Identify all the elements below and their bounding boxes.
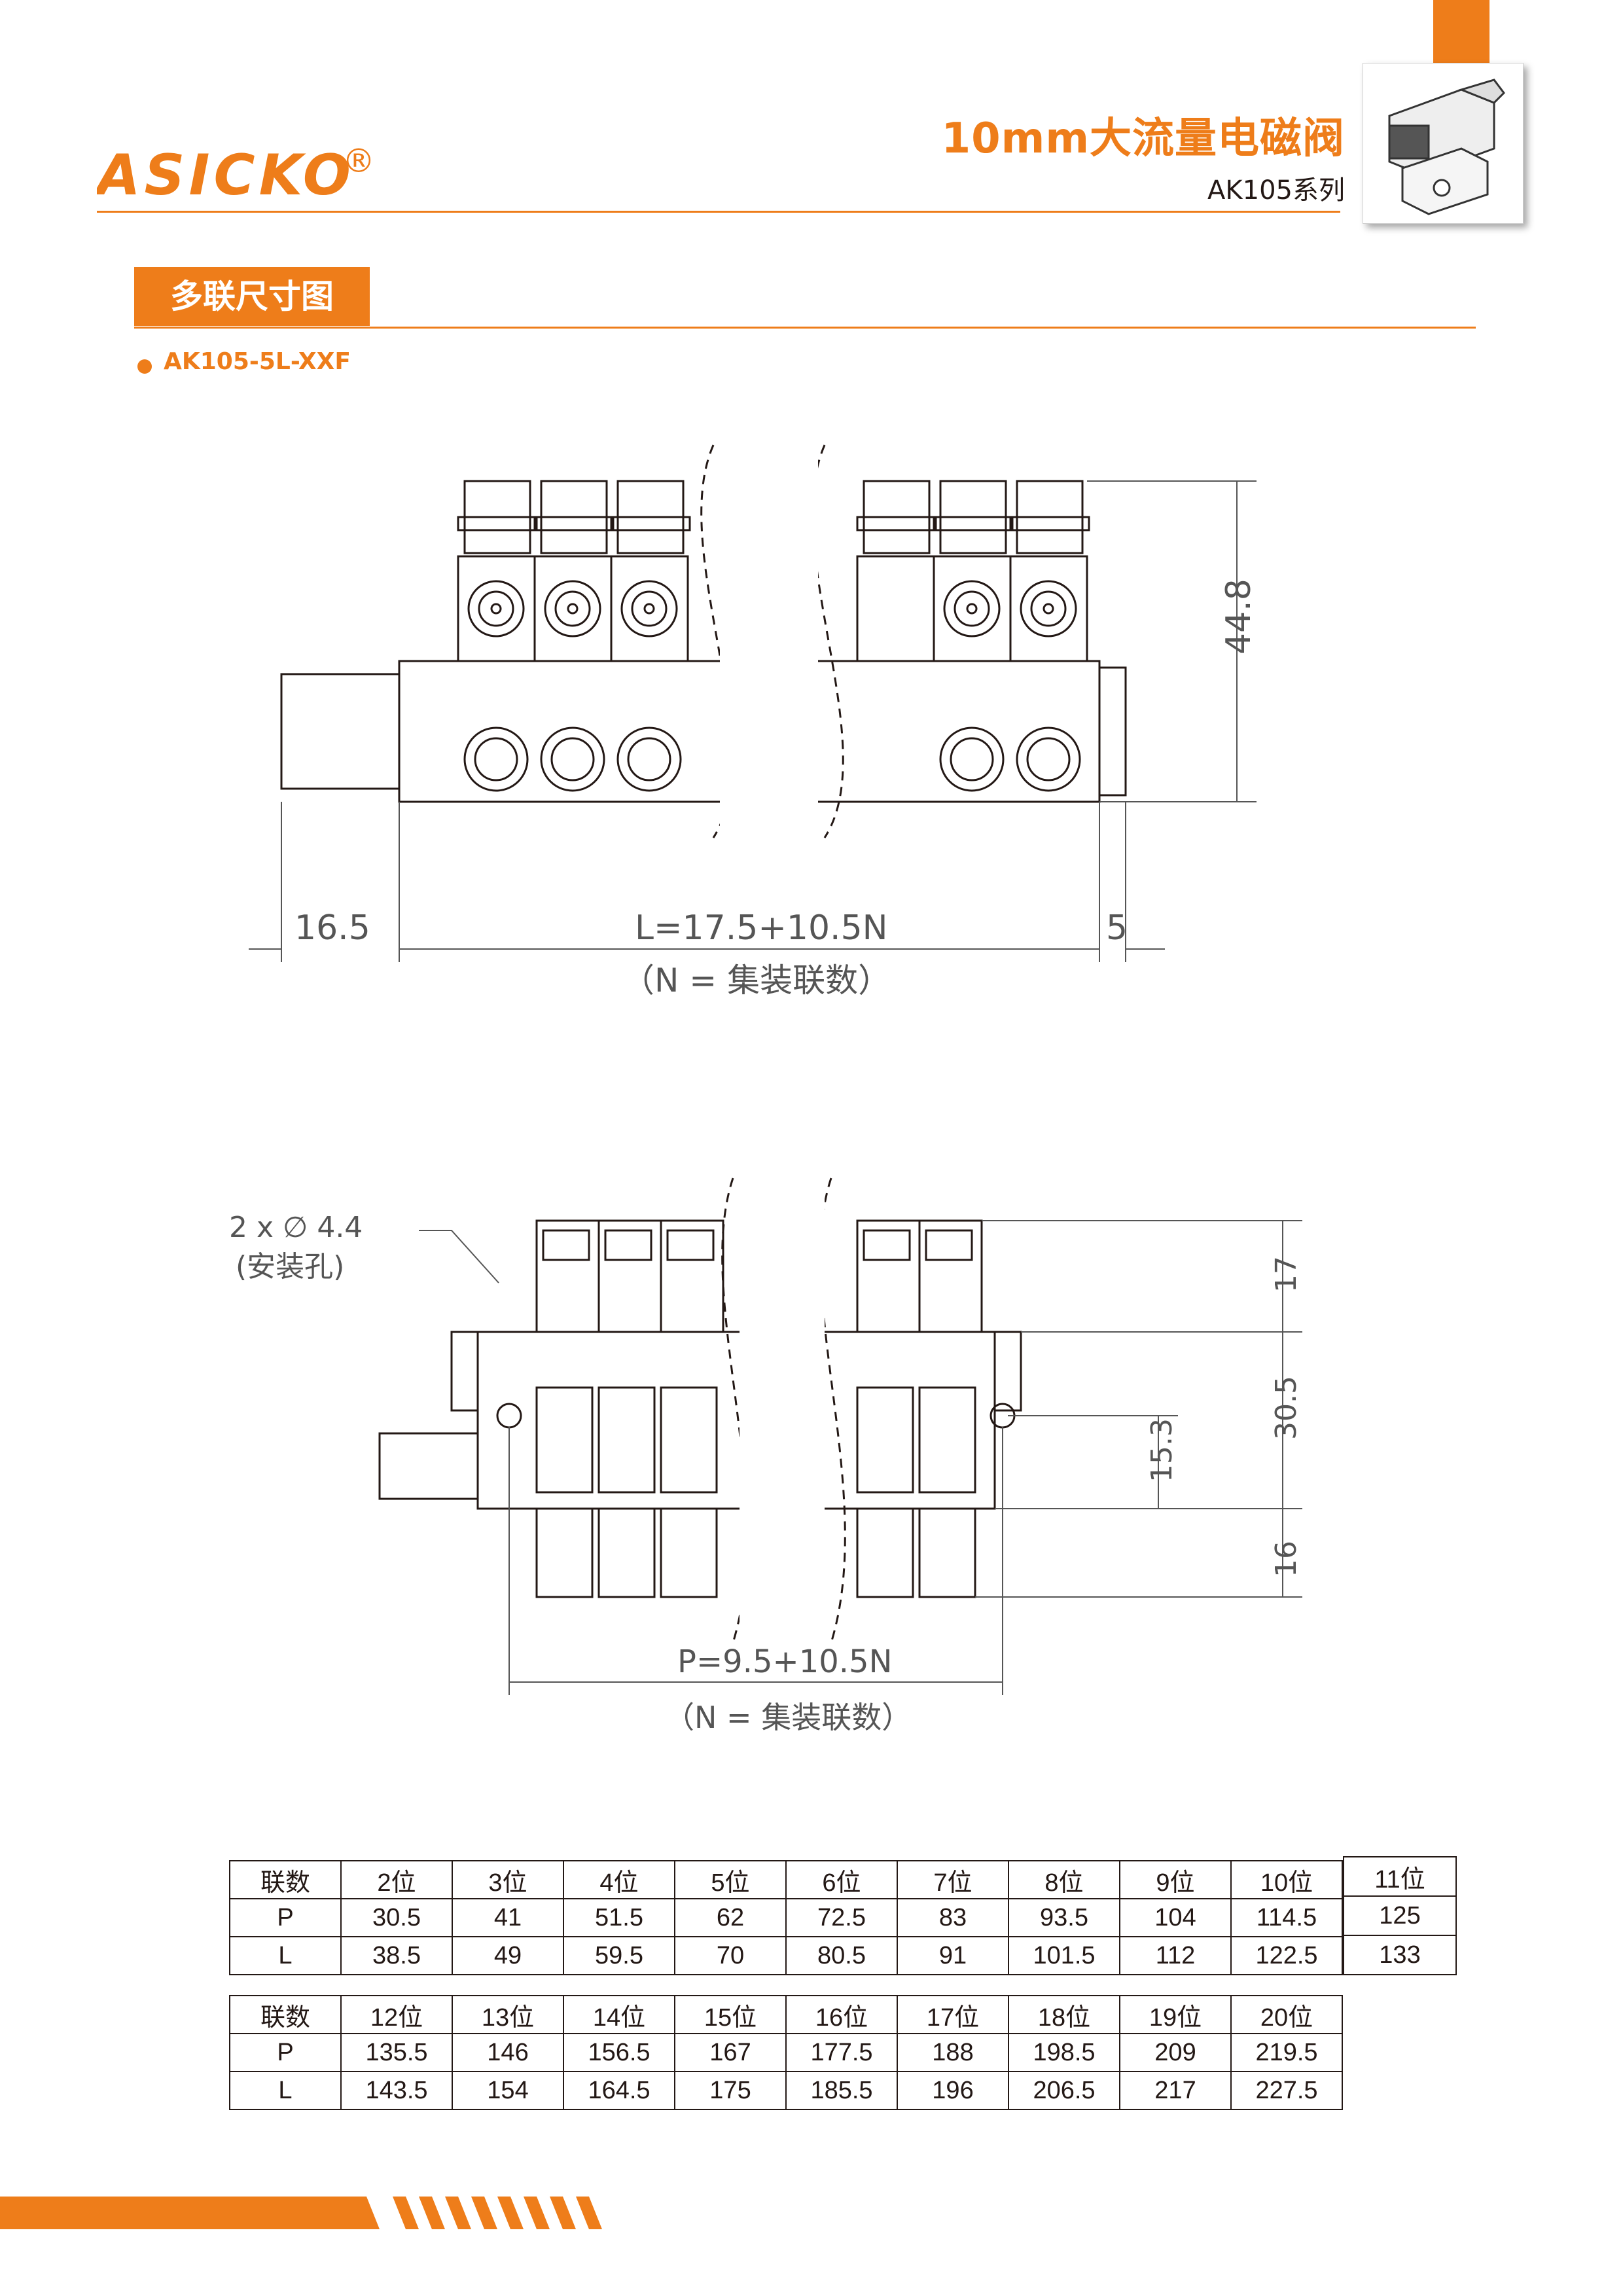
brand-logo: ASICKO ® xyxy=(93,141,398,208)
table-header-row: 联数 12位 13位 14位 15位 16位 17位 18位 19位 20位 xyxy=(229,1995,1343,2034)
product-title: 10mm大流量电磁阀 xyxy=(941,115,1345,163)
dim-17: 17 xyxy=(1270,1256,1303,1293)
product-thumbnail xyxy=(1363,63,1524,224)
dim-length-note: （N = 集装联数） xyxy=(622,961,891,999)
svg-text:ASICKO: ASICKO xyxy=(97,143,355,206)
table-row: P 135.5 146 156.5 167 177.5 188 198.5 20… xyxy=(229,2033,1343,2072)
dim-15-3: 15.3 xyxy=(1145,1418,1179,1482)
dim-pitch-formula: P=9.5+10.5N xyxy=(677,1643,893,1680)
table-row: L 143.5 154 164.5 175 185.5 196 206.5 21… xyxy=(229,2071,1343,2110)
model-label: AK105-5L-XXF xyxy=(164,348,351,375)
series-label: AK105系列 xyxy=(1207,175,1345,206)
dim-pitch-note: （N = 集装联数） xyxy=(664,1700,912,1735)
front-view-drawing: 44.8 16.5 L=17.5+10.5N （N = 集装联数） 5 xyxy=(196,419,1309,1047)
hole-note: (安装孔) xyxy=(236,1250,344,1283)
dim-height: 44.8 xyxy=(1219,579,1258,655)
dim-left: 16.5 xyxy=(294,908,370,948)
dim-30-5: 30.5 xyxy=(1270,1376,1303,1440)
header-accent-tab xyxy=(1433,0,1489,63)
hole-label: 2 x ∅ 4.4 xyxy=(229,1211,363,1244)
footer-accent-bar xyxy=(0,2197,1623,2229)
header-divider xyxy=(97,211,1340,213)
section-divider xyxy=(134,327,1476,329)
dimension-table-1: 联数 2位 3位 4位 5位 6位 7位 8位 9位 10位 P 30.5 41… xyxy=(229,1860,1343,1975)
table-header-row: 联数 2位 3位 4位 5位 6位 7位 8位 9位 10位 xyxy=(229,1860,1343,1899)
section-title: 多联尺寸图 xyxy=(134,267,370,326)
dimension-table-2: 联数 12位 13位 14位 15位 16位 17位 18位 19位 20位 P… xyxy=(229,1995,1343,2110)
bullet-icon xyxy=(137,359,152,374)
dim-16: 16 xyxy=(1270,1541,1303,1577)
table-row: L 38.5 49 59.5 70 80.5 91 101.5 112 122.… xyxy=(229,1936,1343,1975)
dimension-table-1-extra-column: 11位 125 133 xyxy=(1343,1856,1457,1975)
top-view-drawing: 2 x ∅ 4.4 (安装孔) 17 30.5 15.3 16 P=9.5+10… xyxy=(196,1165,1309,1793)
table-row: P 30.5 41 51.5 62 72.5 83 93.5 104 114.5 xyxy=(229,1898,1343,1937)
dim-right: 5 xyxy=(1106,908,1128,948)
dim-length-formula: L=17.5+10.5N xyxy=(635,908,888,948)
svg-text:®: ® xyxy=(342,142,375,180)
